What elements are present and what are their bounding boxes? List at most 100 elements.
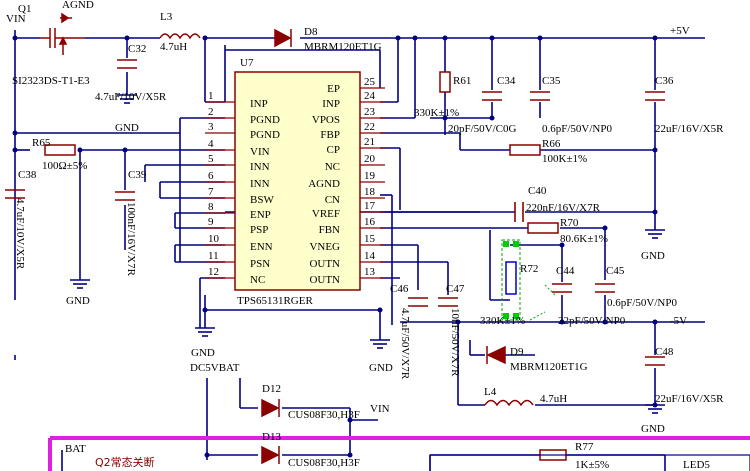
wires <box>14 30 705 471</box>
vin-label-top: VIN <box>6 13 26 25</box>
u7-pin-name: PSP <box>250 224 268 236</box>
u7-pin-number: 6 <box>208 170 214 182</box>
led5-box <box>429 454 750 471</box>
r61-designator: R61 <box>453 75 471 87</box>
u7-pin-name: EP <box>327 83 340 95</box>
capacitor-symbols <box>5 59 665 366</box>
u7-pin-name: NC <box>250 274 265 286</box>
agnd-top-label: AGND <box>62 0 94 11</box>
u7-pin-name: FBN <box>319 224 340 236</box>
r66-value: 100K±1% <box>542 153 587 165</box>
u7-pin-number: 23 <box>364 106 376 118</box>
rotated-labels: 4.7uF/10V/X5R 100nF/16V/X7R 4.7uF/50V/X7… <box>14 198 461 380</box>
l4-value: 4.7uH <box>540 393 567 405</box>
u7-pin-name: VIN <box>250 146 270 158</box>
c48-designator: C48 <box>655 346 674 358</box>
c34-value: 20pF/50V/C0G <box>448 123 517 135</box>
r72-value: 330K±1% <box>480 315 525 327</box>
l4-inductor-symbol <box>484 399 534 407</box>
component-labels: VIN C32 4.7uF/10V/X5R GND R61 330K±1% C3… <box>6 13 724 471</box>
q1-mosfet-symbol <box>40 12 85 55</box>
d9-part-number: MBRM120ET1G <box>510 361 588 373</box>
u7-pin-number: 20 <box>364 153 376 165</box>
c39-value: 100nF/16V/X7R <box>125 202 137 277</box>
u7-pin-number: 12 <box>208 266 219 278</box>
u7-pin-number: 16 <box>364 216 376 228</box>
u7-pin-name: BSW <box>250 194 274 206</box>
c44-designator: C44 <box>556 265 575 277</box>
d8-diode-symbol <box>274 28 292 48</box>
d9-diode-symbol <box>486 345 506 365</box>
u7-pin-number: 19 <box>364 170 376 182</box>
l3-inductor-symbol <box>159 33 201 40</box>
u7-pin-number: 7 <box>208 186 214 198</box>
l3-value: 4.7uH <box>160 41 187 53</box>
u7-pin-number: 15 <box>364 233 376 245</box>
c48-value: 22uF/16V/X5R <box>655 393 724 405</box>
r66-designator: R66 <box>542 138 561 150</box>
u7-pin-name: INN <box>250 161 270 173</box>
r77-designator: R77 <box>575 441 594 453</box>
u7-pin-number: 13 <box>364 266 376 278</box>
r72-resistor-symbol <box>501 239 556 321</box>
u7-pin-name: NC <box>325 161 340 173</box>
gnd-label-left: GND <box>66 295 90 307</box>
d9-designator: D9 <box>510 346 524 358</box>
redaction-block <box>0 380 40 420</box>
r65-designator: R65 <box>32 137 51 149</box>
c45-value: 0.6pF/50V/NP0 <box>607 297 677 309</box>
vin-label-bottom: VIN <box>370 403 390 415</box>
r77-value: 1K±5% <box>575 459 609 471</box>
u7-pin-number: 4 <box>208 138 214 150</box>
d8-designator: D8 <box>304 26 318 38</box>
u7-pin-name: PGND <box>250 114 280 126</box>
u7-pin-number: 11 <box>208 250 219 262</box>
gnd-label-right-top: GND <box>641 250 665 262</box>
u7-pin-name: CP <box>327 144 340 156</box>
c40-designator: C40 <box>528 185 547 197</box>
gnd-label-u7: GND <box>191 347 215 359</box>
plus5v-label: +5V <box>670 25 690 37</box>
c47-value: 10nF/50V/X7R <box>449 308 461 377</box>
u7-pin-number: 8 <box>208 201 214 213</box>
gnd-label-right-bottom: GND <box>641 423 665 435</box>
u7-pin-number: 10 <box>208 233 220 245</box>
d12-part-number: CUS08F30,H3F <box>288 409 360 421</box>
u7-pin-name: PSN <box>250 258 270 270</box>
r70-value: 80.6K±1% <box>560 233 608 245</box>
dc5vbat-label: DC5VBAT <box>190 362 240 374</box>
u7-pin-name: INN <box>250 178 270 190</box>
u7-pin-name: FBP <box>320 129 340 141</box>
r70-designator: R70 <box>560 217 579 229</box>
u7-pin-name: INP <box>250 98 268 110</box>
u7-pin-name: VPOS <box>312 114 340 126</box>
c38-designator: C38 <box>18 169 37 181</box>
l4-designator: L4 <box>484 386 497 398</box>
bat-label: BAT <box>65 443 86 455</box>
u7-pin-name: ENP <box>250 209 271 221</box>
r61-value: 330K±1% <box>414 107 459 119</box>
c45-designator: C45 <box>606 265 625 277</box>
u7-pin-number: 9 <box>208 216 214 228</box>
u7-pin-name: CN <box>325 194 340 206</box>
magenta-bus <box>48 436 750 471</box>
c44-value: 22pF/50V/NP0 <box>558 315 626 327</box>
u7-pin-name: OUTN <box>309 258 340 270</box>
u7-pin-name: AGND <box>308 178 340 190</box>
q2-note: Q2常态关断 <box>95 455 155 469</box>
u7-pin-number: 14 <box>364 250 376 262</box>
c40-value: 220nF/16V/X7R <box>526 202 601 214</box>
u7-chip: U7 TPS65131RGER 1 2 3 4 5 6 7 8 9 10 11 … <box>205 57 385 307</box>
c34-designator: C34 <box>497 75 516 87</box>
u7-pin-name: VNEG <box>309 241 340 253</box>
minus5v-label: -5V <box>670 315 687 327</box>
r65-value: 100Ω±5% <box>42 160 87 172</box>
redaction-block <box>0 300 40 355</box>
l3-designator: L3 <box>160 11 173 23</box>
c32-designator: C32 <box>128 43 146 55</box>
u7-pin-number: 5 <box>208 153 214 165</box>
c35-value: 0.6pF/50V/NP0 <box>542 123 612 135</box>
d12-designator: D12 <box>262 383 281 395</box>
u7-pin-number: 22 <box>364 121 375 133</box>
